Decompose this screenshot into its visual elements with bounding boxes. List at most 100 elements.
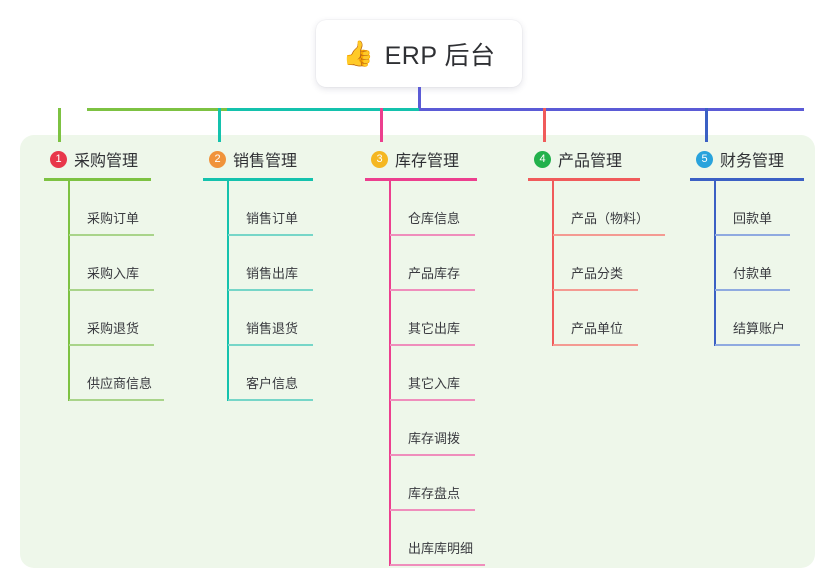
leaf-underline (69, 399, 164, 401)
leaf-label: 其它出库 (408, 321, 461, 336)
leaf-node[interactable]: 产品（物料） (553, 181, 665, 236)
leaf-label: 采购订单 (87, 211, 140, 226)
leaf-label: 客户信息 (246, 376, 299, 391)
leaf-node[interactable]: 客户信息 (228, 346, 313, 401)
leaf-node[interactable]: 出库库明细 (390, 511, 485, 566)
leaf-underline (390, 234, 475, 236)
branch-column-5: 5 财务管理回款单付款单结算账户 (690, 147, 804, 346)
leaf-underline (390, 454, 475, 456)
drop-line-column-2 (218, 108, 221, 142)
branch-children-4: 产品（物料） 产品分类产品单位 (528, 181, 665, 346)
branch-header-3[interactable]: 3 库存管理 (365, 147, 477, 171)
branch-children-2: 销售订单销售出库销售退货客户信息 (203, 181, 313, 401)
leaf-label: 产品库存 (408, 266, 461, 281)
leaf-label: 付款单 (733, 266, 773, 281)
branch-badge-5: 5 (696, 150, 713, 168)
leaf-label: 供应商信息 (87, 376, 153, 391)
branch-underline-4 (528, 178, 640, 181)
leaf-node[interactable]: 产品库存 (390, 236, 477, 291)
leaf-underline (390, 509, 475, 511)
leaf-node[interactable]: 库存调拨 (390, 401, 477, 456)
leaf-label: 其它入库 (408, 376, 461, 391)
leaf-underline (228, 344, 313, 346)
branch-spine-3 (389, 181, 391, 566)
leaf-label: 结算账户 (733, 321, 786, 336)
branch-title-2: 销售管理 (233, 153, 298, 170)
trunk-segment-purchase-to-sales (87, 108, 227, 111)
leaf-underline (228, 289, 313, 291)
branch-title-1: 采购管理 (74, 153, 139, 170)
branch-title-3: 库存管理 (395, 153, 460, 170)
diagram-panel (20, 135, 815, 568)
leaf-underline (553, 289, 638, 291)
leaf-underline (390, 399, 475, 401)
leaf-node[interactable]: 产品单位 (553, 291, 640, 346)
branch-title-5: 财务管理 (720, 153, 785, 170)
leaf-label: 产品单位 (571, 321, 624, 336)
branch-column-3: 3 库存管理仓库信息产品库存其它出库其它入库库存调拨库存盘点出库库明细 (365, 147, 485, 566)
leaf-label: 库存盘点 (408, 486, 461, 501)
drop-line-column-3 (380, 108, 383, 142)
leaf-label: 产品（物料） (571, 211, 650, 226)
leaf-label: 销售退货 (246, 321, 299, 336)
leaf-label: 库存调拨 (408, 431, 461, 446)
branch-header-1[interactable]: 1 采购管理 (44, 147, 151, 171)
leaf-node[interactable]: 其它出库 (390, 291, 477, 346)
leaf-node[interactable]: 销售退货 (228, 291, 313, 346)
leaf-underline (553, 234, 665, 236)
branch-spine-5 (714, 181, 716, 346)
leaf-node[interactable]: 采购订单 (69, 181, 154, 236)
leaf-label: 采购入库 (87, 266, 140, 281)
leaf-node[interactable]: 供应商信息 (69, 346, 164, 401)
trunk-segment-sales-to-inventory (227, 108, 419, 111)
leaf-node[interactable]: 销售出库 (228, 236, 313, 291)
root-stem-line (418, 87, 421, 111)
branch-header-2[interactable]: 2 销售管理 (203, 147, 313, 171)
branch-badge-1: 1 (50, 150, 67, 168)
branch-children-1: 采购订单采购入库采购退货供应商信息 (44, 181, 164, 401)
thumbs-up-icon: 👍 (342, 39, 374, 68)
leaf-node[interactable]: 库存盘点 (390, 456, 477, 511)
branch-underline-2 (203, 178, 313, 181)
leaf-label: 产品分类 (571, 266, 624, 281)
branch-badge-2: 2 (209, 150, 226, 168)
trunk-segment-inventory-to-finance (419, 108, 804, 111)
leaf-node[interactable]: 回款单 (715, 181, 804, 236)
branch-column-1: 1 采购管理采购订单采购入库采购退货供应商信息 (44, 147, 164, 401)
leaf-underline (715, 289, 790, 291)
drop-line-column-5 (705, 108, 708, 142)
leaf-node[interactable]: 采购入库 (69, 236, 154, 291)
leaf-underline (390, 564, 485, 566)
root-node[interactable]: 👍 ERP 后台 (316, 20, 522, 87)
leaf-underline (553, 344, 638, 346)
leaf-label: 出库库明细 (408, 541, 474, 556)
branch-underline-1 (44, 178, 151, 181)
leaf-underline (69, 289, 154, 291)
leaf-node[interactable]: 付款单 (715, 236, 804, 291)
leaf-underline (390, 344, 475, 346)
leaf-node[interactable]: 产品分类 (553, 236, 640, 291)
branch-children-5: 回款单付款单结算账户 (690, 181, 804, 346)
leaf-node[interactable]: 仓库信息 (390, 181, 477, 236)
leaf-label: 销售出库 (246, 266, 299, 281)
leaf-node[interactable]: 其它入库 (390, 346, 477, 401)
branch-underline-5 (690, 178, 804, 181)
branch-header-5[interactable]: 5 财务管理 (690, 147, 804, 171)
leaf-underline (715, 344, 800, 346)
branch-badge-4: 4 (534, 150, 551, 168)
leaf-underline (69, 344, 154, 346)
leaf-label: 回款单 (733, 211, 773, 226)
branch-spine-4 (552, 181, 554, 346)
branch-badge-3: 3 (371, 150, 388, 168)
leaf-underline (390, 289, 475, 291)
branch-column-2: 2 销售管理销售订单销售出库销售退货客户信息 (203, 147, 313, 401)
leaf-node[interactable]: 结算账户 (715, 291, 804, 346)
branch-children-3: 仓库信息产品库存其它出库其它入库库存调拨库存盘点出库库明细 (365, 181, 485, 566)
leaf-node[interactable]: 销售订单 (228, 181, 313, 236)
drop-line-column-1 (58, 108, 61, 142)
leaf-node[interactable]: 采购退货 (69, 291, 154, 346)
drop-line-column-4 (543, 108, 546, 142)
